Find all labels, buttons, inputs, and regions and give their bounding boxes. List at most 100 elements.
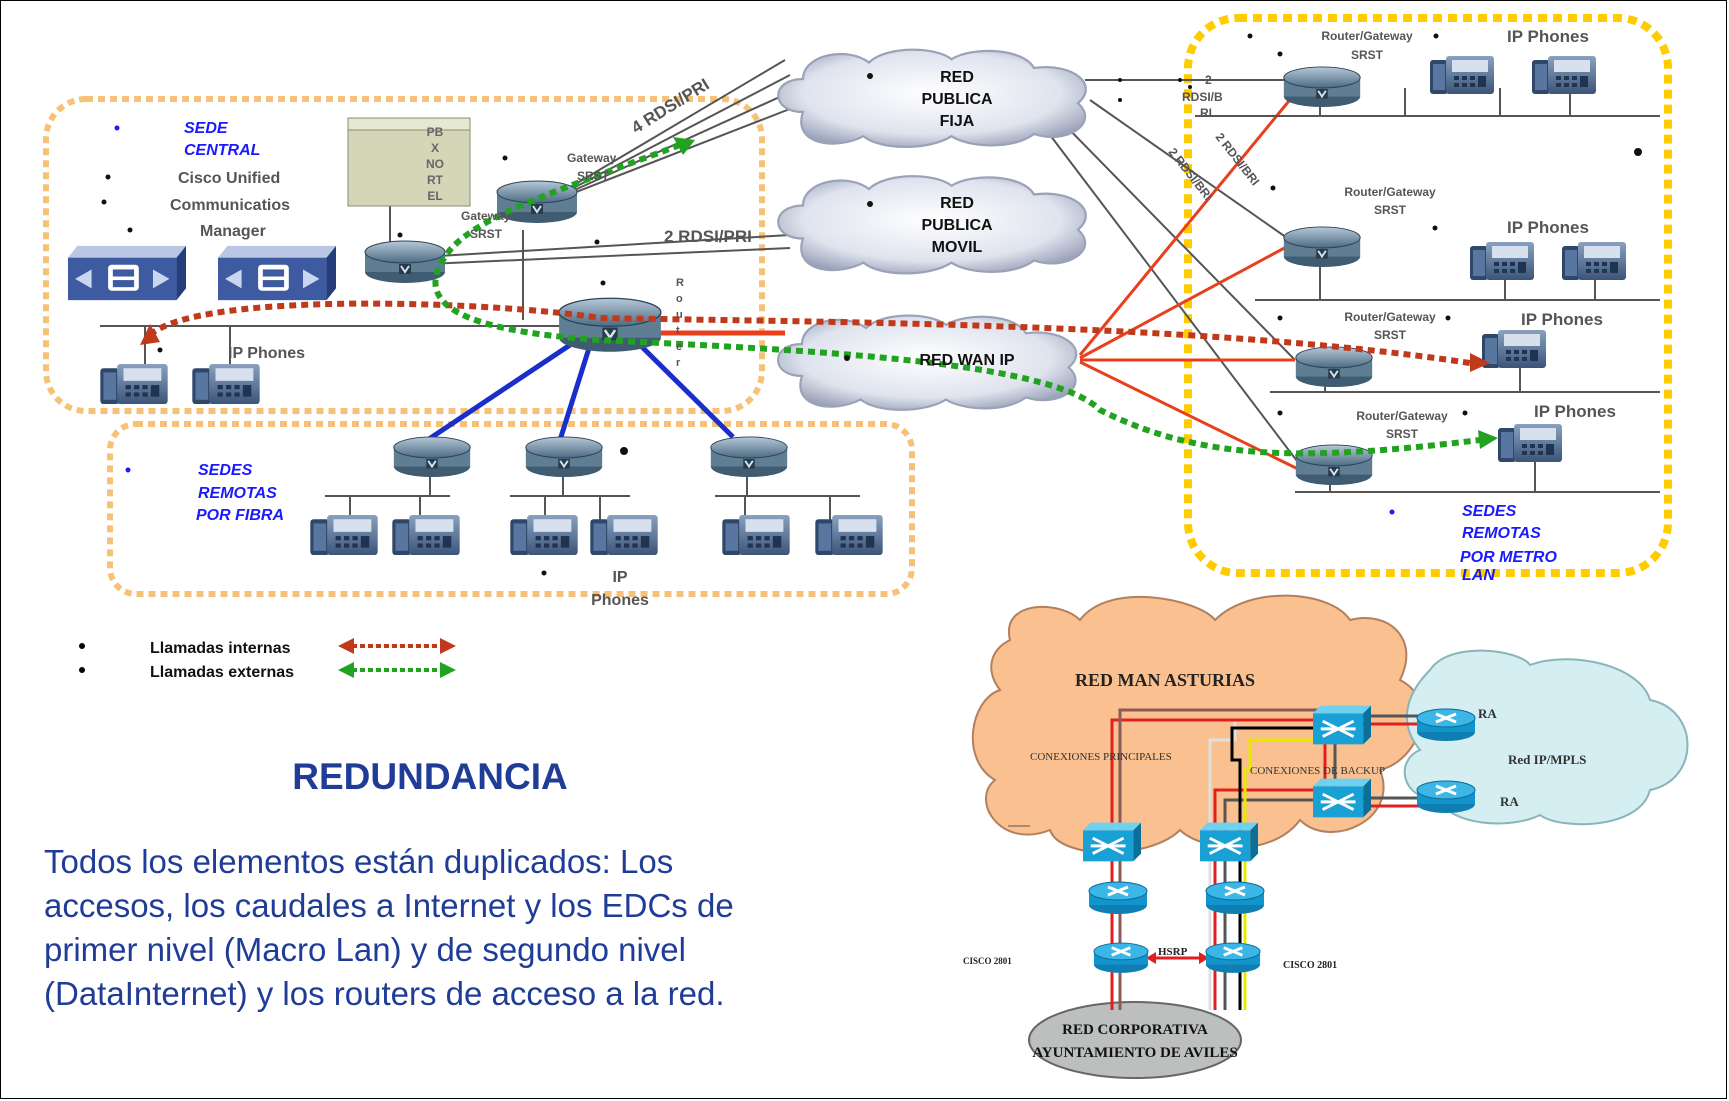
man-switch-3-icon [1083,822,1141,862]
pbx-label-5: EL [427,189,442,203]
cisco-left-label: CISCO 2801 [963,956,1012,966]
cucm-label-1: Cisco Unified [178,170,280,187]
movil-label-1: RED [940,195,974,212]
sede-central-zone [43,96,765,414]
redundancia-body: Todos los elementos están duplicados: Lo… [44,843,734,1012]
conexiones-principales-label: CONEXIONES PRINCIPALES [1030,751,1172,763]
man-switch-4-icon [1200,822,1258,862]
metro-phones-label-4: IP Phones [1534,402,1616,421]
red-corporativa-ellipse [1028,1001,1242,1079]
rdsi-b-label-1: 2 [1205,73,1212,87]
lan-segments [100,88,1660,520]
fiber-router-2-icon [524,436,604,478]
pbx-label-3: NO [426,157,444,171]
conexiones-backup-label: CONEXIONES DE BACKUP [1250,765,1385,777]
pbx-label-2: X [431,141,439,155]
red-man-label: RED MAN ASTURIAS [1075,670,1255,690]
hsrp-label: HSRP [1158,946,1188,958]
cucm-label-3: Manager [200,223,266,240]
movil-label-3: MOVIL [932,239,983,256]
rdsi-b-label-3: RI [1200,106,1212,120]
fibra-phones-label-2: Phones [591,592,649,609]
ra-router-2-icon [1416,779,1476,815]
srst-label-5: SRST [1374,328,1407,342]
red-mpls-cloud [1403,649,1689,826]
metro-phones-label-2: IP Phones [1507,218,1589,237]
ra-label-2: RA [1500,794,1519,809]
router-letter-3: u [676,309,683,321]
pbx-box [347,117,471,207]
srst-label-4: SRST [1374,203,1407,217]
srst-label-1: SRST [577,169,610,183]
router-letter-6: r [676,357,681,369]
sedes-metro-label-1: SEDES [1462,503,1517,520]
sedes-metro-label-2: REMOTAS [1462,525,1541,542]
router-letter-2: o [676,293,683,305]
wan-label: RED WAN IP [919,352,1014,369]
rg-label-2: Router/Gateway [1344,185,1436,199]
man-switch-2-icon [1313,778,1371,818]
router-letter-5: e [676,341,682,353]
ra-label-1: RA [1478,706,1497,721]
srst-label-2: SRST [470,227,503,241]
cisco-2801-left-icon [1093,942,1149,974]
sedes-fibra-label-1: SEDES [198,462,253,479]
sede-central-title: SEDE [184,120,229,137]
srst-label-6: SRST [1386,427,1419,441]
fija-label-3: FIJA [940,113,975,130]
gateway-router-1-icon [364,240,446,284]
redundancia-title: REDUNDANCIA [292,756,568,797]
metro-router-3-icon [1294,346,1374,388]
man-router-1-icon [1088,880,1148,916]
sedes-fibra-zone [107,421,915,597]
cucm-label-2: Communicatios [170,197,290,214]
fija-label-2: PUBLICA [921,91,993,108]
router-letter-4: t [676,325,680,337]
gateway-label-1: Gateway [567,151,617,165]
fibra-phones-label-1: IP [612,569,627,586]
red-man-cloud [971,594,1423,854]
rg-label-4: Router/Gateway [1356,409,1448,423]
ip-phones-central-label: IP Phones [228,345,305,362]
corp-label-1: RED CORPORATIVA [1062,1022,1208,1038]
red-mpls-label: Red IP/MPLS [1508,752,1586,767]
legend-arrows [79,638,456,678]
sede-central-title-2: CENTRAL [184,142,260,159]
bullets [101,33,1642,576]
fiber-router-1-icon [392,436,472,478]
sedes-fibra-label-3: POR FIBRA [196,507,284,524]
movil-label-2: PUBLICA [921,217,993,234]
rdsi-pri-2-label: 2 RDSI/PRI [664,227,752,246]
srst-label-3: SRST [1351,48,1384,62]
man-router-2-icon [1205,880,1265,916]
ra-router-1-icon [1416,707,1476,743]
legend-externas-label: Llamadas externas [150,664,294,681]
sedes-metro-label-3: POR METRO [1460,549,1557,566]
fija-label-1: RED [940,69,974,86]
metro-router-1-icon [1282,66,1362,108]
cucm-server-2-icon [218,245,336,301]
cisco-right-label: CISCO 2801 [1283,960,1337,971]
call-flows [148,142,1481,457]
corp-label-2: AYUNTAMIENTO DE AVILES [1032,1045,1237,1061]
call-flow-arrowheads [140,137,1498,449]
cisco-2801-right-icon [1205,942,1261,974]
metro-router-2-icon [1282,226,1362,268]
man-switch-1-icon [1313,705,1371,745]
metro-phones-label-3: IP Phones [1521,310,1603,329]
rdsi-b-label-2: RDSI/B [1182,90,1223,104]
rdsi-bri-label-a: 2 RDSI/BRI [1213,130,1263,188]
legend-internas-label: Llamadas internas [150,640,291,657]
sedes-metro-label-4: LAN [1462,567,1495,584]
metro-phones-label-1: IP Phones [1507,27,1589,46]
router-letter-1: R [676,277,684,289]
pbx-label-4: RT [427,173,444,187]
fiber-router-3-icon [709,436,789,478]
fiber-links [418,342,735,448]
wan-links [650,89,1301,472]
sedes-fibra-label-2: REMOTAS [198,485,277,502]
man-diagram [971,594,1689,1079]
cucm-server-1-icon [68,245,186,301]
pbx-label-1: PB [427,125,444,139]
